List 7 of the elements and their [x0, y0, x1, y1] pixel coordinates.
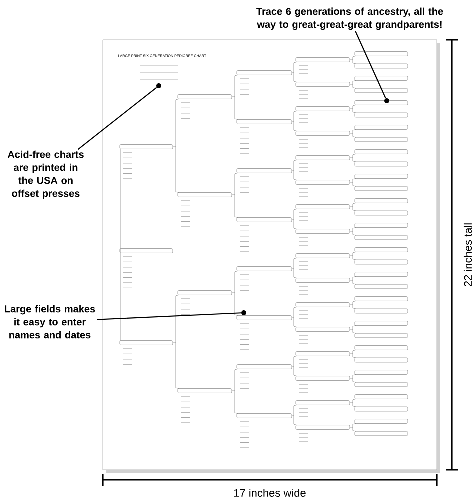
dimension-label: 17 inches wide: [234, 488, 306, 498]
callout-text: Acid-free charts are printed in the USA on offset presses: [8, 150, 84, 200]
leader-line: [97, 312, 242, 320]
leader-line: [78, 87, 158, 150]
callout-text: Large fields makes it easy to enter names and dates: [5, 305, 96, 339]
callout-text: Trace 6 generations of ancestry, all the way to great-great-great grandparents!: [256, 8, 444, 30]
dimension-label: 22 inches tall: [464, 224, 472, 287]
